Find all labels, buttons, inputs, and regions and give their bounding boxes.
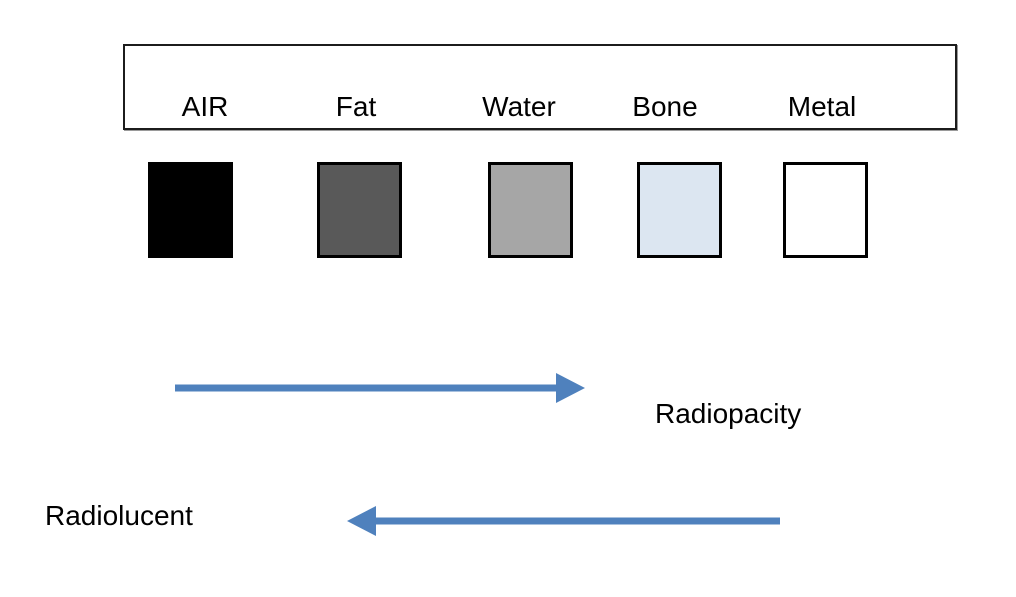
metal-density-swatch: [783, 162, 868, 258]
radiopacity-arrow-right: [175, 373, 585, 403]
water-density-swatch: [488, 162, 573, 258]
materials-header-box: [123, 44, 957, 130]
bone-density-swatch: [637, 162, 722, 258]
material-label-water: Water: [482, 91, 556, 122]
fat-density-swatch: [317, 162, 402, 258]
material-label-air: AIR: [181, 91, 229, 122]
arrow-head: [347, 506, 376, 536]
material-label-bone: Bone: [632, 91, 698, 122]
radiopacity-label: Radiopacity: [655, 398, 802, 429]
air-density-swatch: [148, 162, 233, 258]
radiolucent-label: Radiolucent: [45, 500, 193, 531]
radiolucent-arrow-left: [347, 506, 780, 536]
arrow-head: [556, 373, 585, 403]
material-label-fat: Fat: [335, 91, 377, 122]
material-label-metal: Metal: [787, 91, 857, 122]
